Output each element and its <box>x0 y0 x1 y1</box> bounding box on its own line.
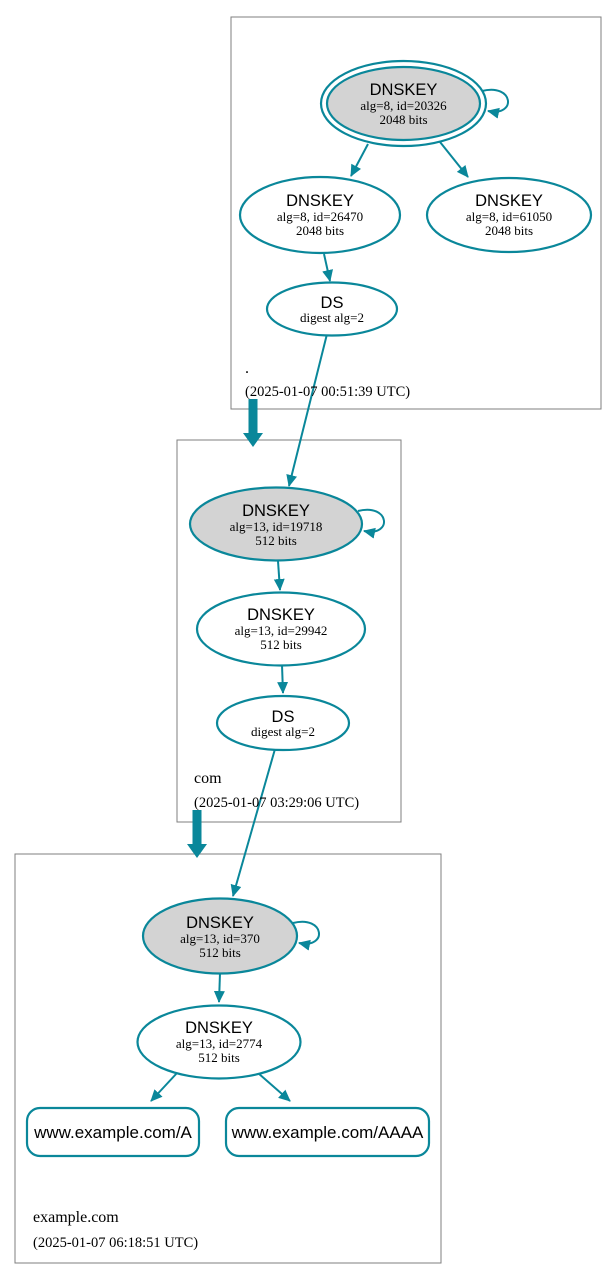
node-detail: alg=13, id=29942 <box>235 623 328 638</box>
node-dnskey-26470[interactable]: DNSKEY alg=8, id=26470 2048 bits <box>238 175 402 255</box>
node-detail: alg=13, id=19718 <box>230 519 323 534</box>
node-detail: 2048 bits <box>485 223 533 238</box>
node-title: DS <box>321 294 344 312</box>
node-detail: 512 bits <box>198 1050 240 1065</box>
node-title: DNSKEY <box>475 192 543 210</box>
node-ds-com[interactable]: DS digest alg=2 <box>215 694 351 752</box>
node-detail: digest alg=2 <box>251 724 315 739</box>
zone-timestamp-root: (2025-01-07 00:51:39 UTC) <box>245 384 410 400</box>
edge-root-ksk-to-zsk26470 <box>350 143 369 177</box>
node-detail: alg=13, id=2774 <box>176 1036 263 1051</box>
node-detail: 512 bits <box>260 637 302 652</box>
node-rrset-www-example-com-aaaa[interactable]: www.example.com/AAAA <box>224 1106 431 1158</box>
node-detail: digest alg=2 <box>300 310 364 325</box>
edge-root-zsk-to-ds <box>322 253 333 282</box>
node-title: DNSKEY <box>242 502 310 520</box>
node-detail: alg=8, id=61050 <box>466 209 552 224</box>
self-sign-loop-example-ksk <box>292 920 320 951</box>
node-dnskey-29942[interactable]: DNSKEY alg=13, id=29942 512 bits <box>195 591 367 667</box>
delegation-arrow-root-to-com <box>243 399 263 447</box>
rrset-label: www.example.com/AAAA <box>231 1123 424 1142</box>
node-title: DNSKEY <box>186 914 254 932</box>
node-detail: 512 bits <box>199 945 241 960</box>
node-title: DNSKEY <box>247 606 315 624</box>
node-detail: 2048 bits <box>379 112 427 127</box>
edge-root-ksk-to-zsk61050 <box>439 141 469 178</box>
node-detail: alg=8, id=26470 <box>277 209 363 224</box>
node-dnskey-2774[interactable]: DNSKEY alg=13, id=2774 512 bits <box>136 1004 302 1080</box>
node-title: DS <box>272 708 295 726</box>
zone-label-example-com: example.com <box>33 1209 119 1226</box>
edge-example-ksk-to-zsk <box>213 972 225 1003</box>
node-detail: alg=13, id=370 <box>180 931 260 946</box>
node-title: DNSKEY <box>185 1019 253 1037</box>
edge-example-zsk-to-rrset-aaaa <box>257 1072 291 1102</box>
edge-example-zsk-to-rrset-a <box>150 1072 178 1102</box>
node-detail: 512 bits <box>255 533 297 548</box>
node-dnskey-61050[interactable]: DNSKEY alg=8, id=61050 2048 bits <box>425 176 593 254</box>
zone-label-com: com <box>194 770 222 787</box>
edge-com-zsk-to-ds <box>277 664 289 694</box>
zone-timestamp-example-com: (2025-01-07 06:18:51 UTC) <box>33 1235 198 1251</box>
node-dnskey-370[interactable]: DNSKEY alg=13, id=370 512 bits <box>141 897 299 975</box>
node-dnskey-19718[interactable]: DNSKEY alg=13, id=19718 512 bits <box>188 486 364 562</box>
node-detail: 2048 bits <box>296 223 344 238</box>
rrset-label: www.example.com/A <box>33 1123 192 1142</box>
zone-timestamp-com: (2025-01-07 03:29:06 UTC) <box>194 795 359 811</box>
node-title: DNSKEY <box>286 192 354 210</box>
edge-root-ds-to-com-ksk <box>286 333 328 487</box>
node-ds-root[interactable]: DS digest alg=2 <box>265 281 399 337</box>
zone-label-root: . <box>245 360 249 377</box>
node-title: DNSKEY <box>370 81 438 99</box>
self-sign-loop-com-ksk <box>357 508 385 539</box>
delegation-arrow-com-to-example <box>187 810 207 858</box>
node-dnskey-20326[interactable]: DNSKEY alg=8, id=20326 2048 bits <box>319 59 488 148</box>
self-sign-loop-root-ksk <box>481 88 509 119</box>
node-rrset-www-example-com-a[interactable]: www.example.com/A <box>25 1106 201 1158</box>
edge-com-ksk-to-zsk <box>273 560 285 591</box>
edge-com-ds-to-example-ksk <box>230 748 276 897</box>
node-detail: alg=8, id=20326 <box>360 98 447 113</box>
